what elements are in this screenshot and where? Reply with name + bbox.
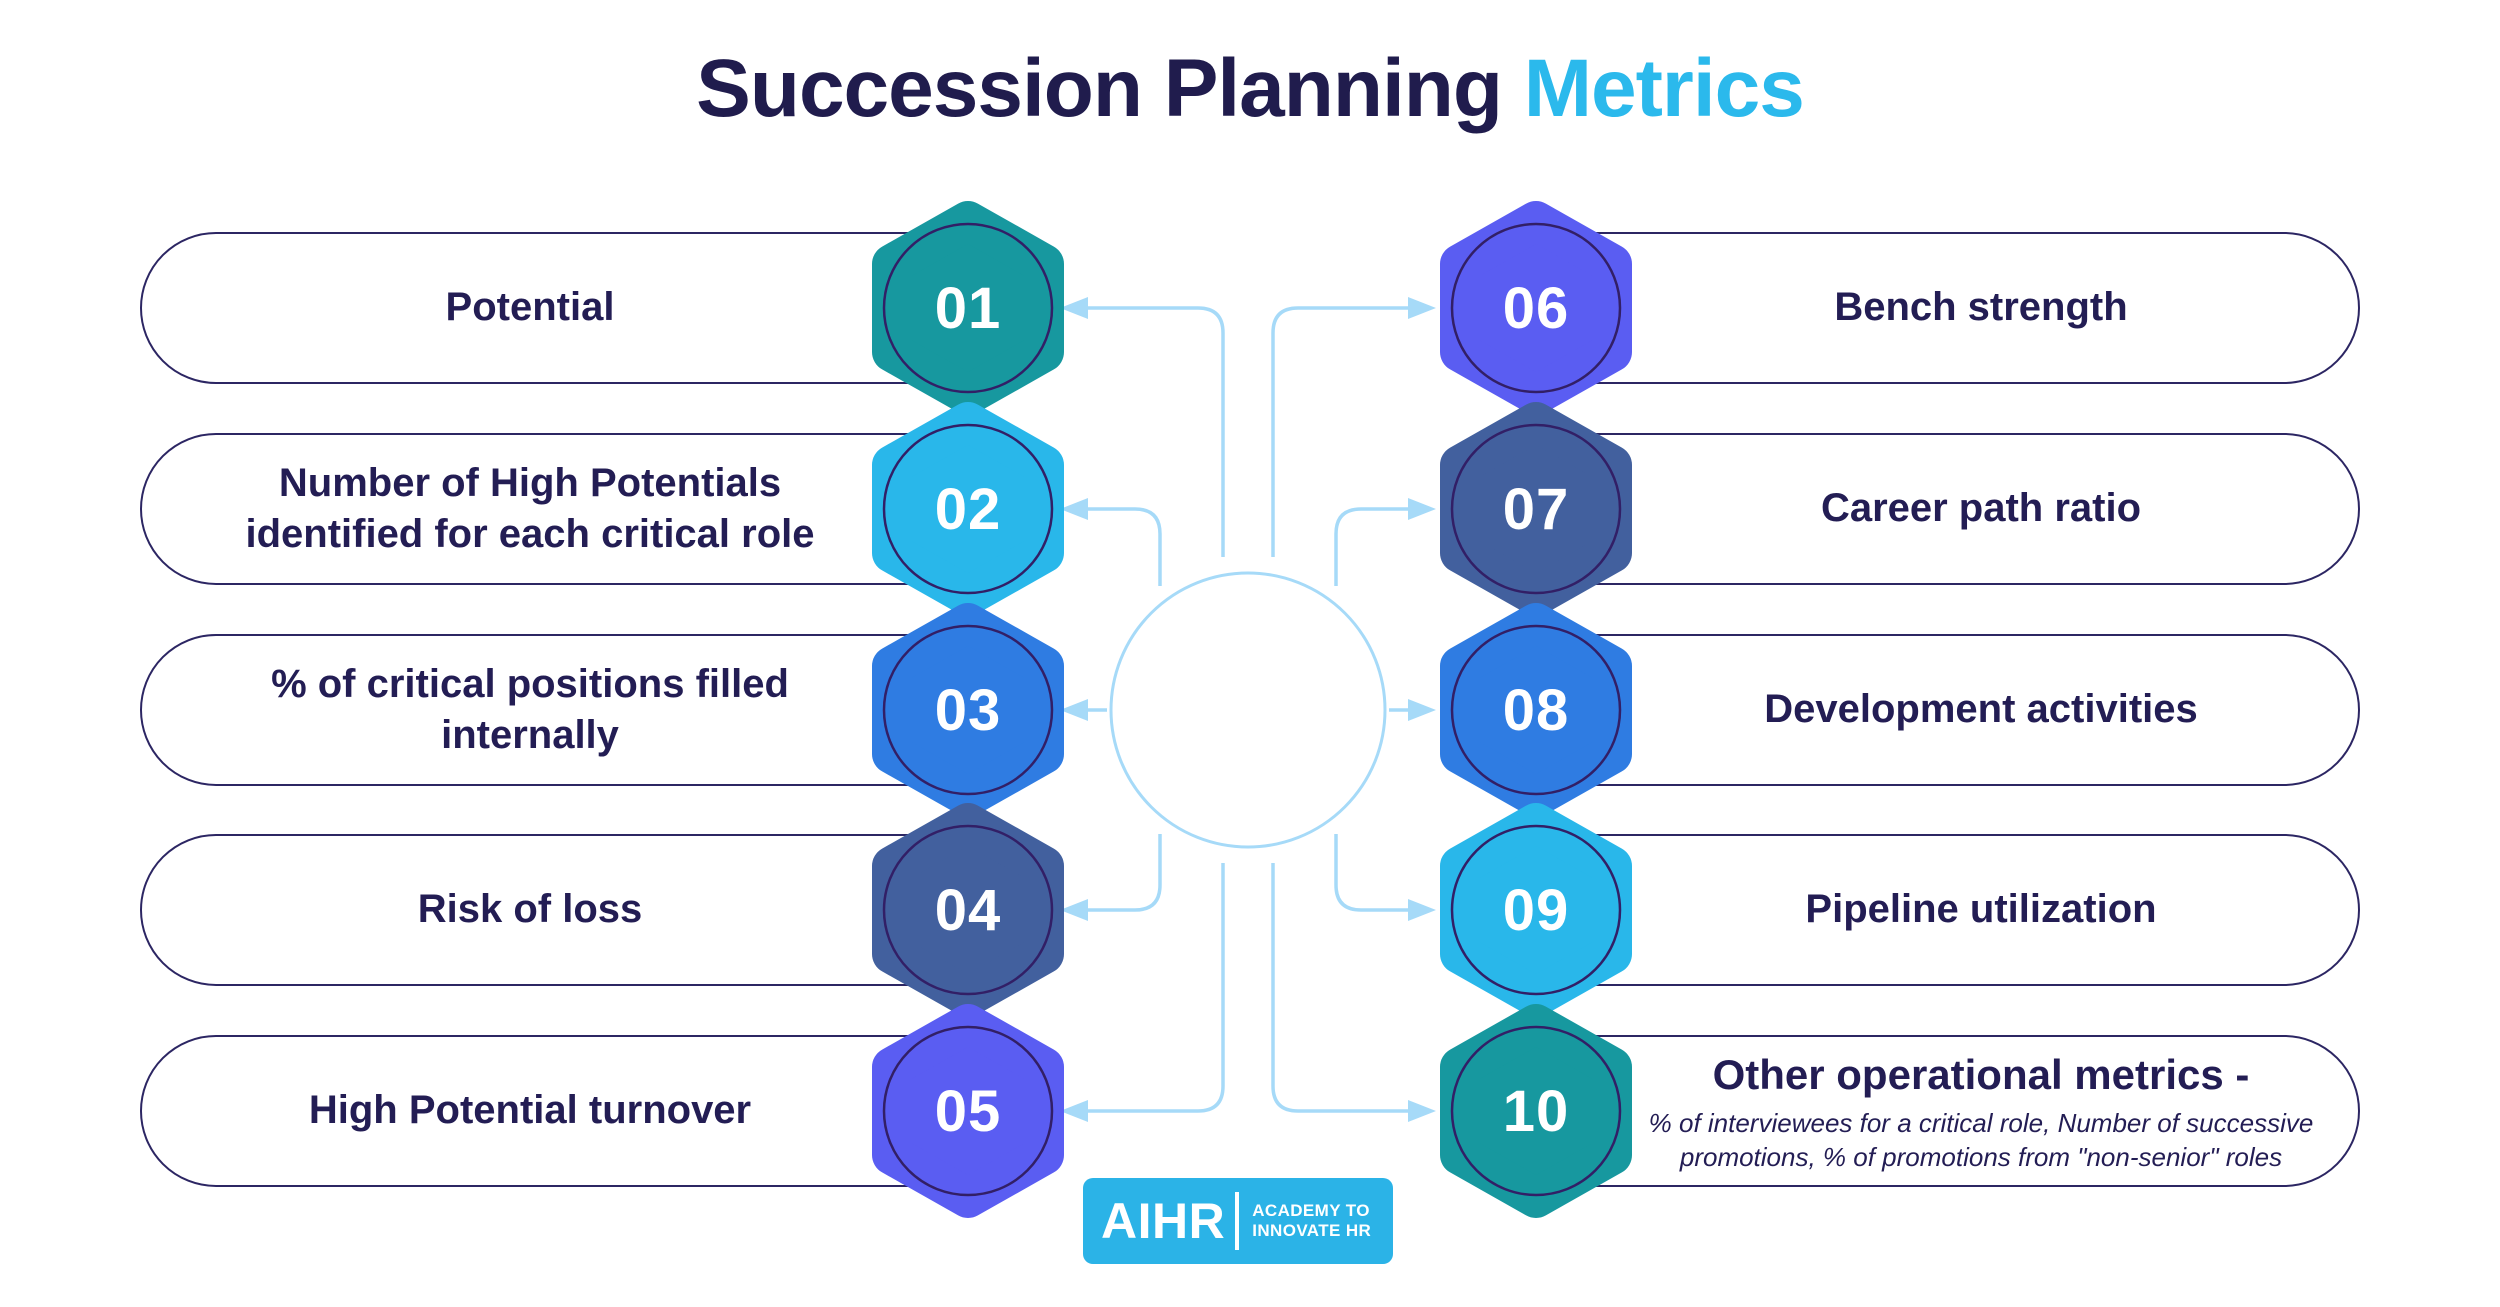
hexagon-shape — [1440, 603, 1632, 817]
arrow-left-5 — [1060, 1100, 1088, 1122]
metric-number: 04 — [934, 877, 1002, 943]
metric-number: 07 — [1502, 476, 1570, 542]
metric-label: Number of High Potentials identified for… — [245, 460, 815, 556]
metric-pill-risk-of-loss: Risk of loss — [140, 834, 1010, 986]
metric-label: Development activities — [1764, 687, 2198, 732]
metric-number: 09 — [1502, 877, 1570, 943]
arrow-left-2 — [1060, 498, 1088, 520]
metric-number: 06 — [1502, 275, 1570, 341]
arrow-right-1 — [1408, 297, 1436, 319]
hexagon-shape — [872, 803, 1064, 1017]
metric-number: 08 — [1502, 677, 1570, 743]
hexagon-shape — [1440, 803, 1632, 1017]
aihr-logo-tagline: ACADEMY TO INNOVATE HR — [1252, 1201, 1371, 1242]
metric-label: Risk of loss — [417, 887, 643, 932]
metric-pill-critical-positions: % of critical positions filled internall… — [140, 634, 1010, 786]
page-title-main: Succession Planning — [696, 43, 1503, 134]
metric-number: 05 — [934, 1078, 1002, 1144]
hexagon-badge-09: 09 — [1438, 799, 1634, 1021]
metric-label: Potential — [445, 285, 615, 330]
metric-number: 02 — [934, 476, 1002, 542]
arrow-left-4 — [1060, 899, 1088, 921]
hexagon-shape — [1440, 402, 1632, 616]
center-circle — [1109, 571, 1387, 849]
hexagon-shape — [872, 402, 1064, 616]
metric-sublabel: % of interviewees for a critical role, N… — [1648, 1107, 2314, 1172]
hexagon-shape — [872, 201, 1064, 415]
hexagon-badge-05: 05 — [870, 1000, 1066, 1222]
metric-pill-bench-strength: Bench strength — [1492, 232, 2360, 384]
hexagon-shape — [872, 603, 1064, 817]
logo-divider — [1235, 1192, 1240, 1250]
metric-label: Other operational metrics - — [1712, 1050, 2250, 1098]
arrow-left-3 — [1060, 699, 1088, 721]
metric-pill-high-potentials: Number of High Potentials identified for… — [140, 433, 1010, 585]
aihr-logo-tagline-line1: ACADEMY TO — [1252, 1200, 1370, 1220]
arrow-right-4 — [1408, 899, 1436, 921]
metric-pill-potential: Potential — [140, 232, 1010, 384]
arrow-left-1 — [1060, 297, 1088, 319]
metric-label: High Potential turnover — [308, 1088, 752, 1133]
hexagon-shape — [872, 1004, 1064, 1218]
aihr-logo-brand: AIHR — [1101, 1193, 1226, 1249]
page-title: Succession Planning Metrics — [0, 42, 2500, 136]
aihr-logo: AIHR ACADEMY TO INNOVATE HR — [1083, 1178, 1393, 1264]
hexagon-badge-04: 04 — [870, 799, 1066, 1021]
hexagon-badge-08: 08 — [1438, 599, 1634, 821]
arrow-right-5 — [1408, 1100, 1436, 1122]
metric-number: 10 — [1502, 1078, 1570, 1144]
metric-pill-career-path: Career path ratio — [1492, 433, 2360, 585]
metric-label: % of critical positions filled internall… — [271, 661, 789, 757]
metric-number: 01 — [934, 275, 1002, 341]
metric-label: Career path ratio — [1820, 486, 2142, 531]
metric-label: Pipeline utilization — [1805, 887, 2157, 932]
hexagon-badge-07: 07 — [1438, 398, 1634, 620]
metric-number: 03 — [934, 677, 1002, 743]
arrow-right-3 — [1408, 699, 1436, 721]
hexagon-badge-06: 06 — [1438, 197, 1634, 419]
aihr-logo-tagline-line2: INNOVATE HR — [1252, 1221, 1372, 1240]
page-title-accent: Metrics — [1523, 43, 1805, 134]
hexagon-shape — [1440, 1004, 1632, 1218]
metric-label: Bench strength — [1834, 285, 2128, 330]
metric-pill-development: Development activities — [1492, 634, 2360, 786]
hexagon-badge-03: 03 — [870, 599, 1066, 821]
hexagon-shape — [1440, 201, 1632, 415]
hexagon-badge-01: 01 — [870, 197, 1066, 419]
arrow-right-2 — [1408, 498, 1436, 520]
metric-pill-pipeline: Pipeline utilization — [1492, 834, 2360, 986]
hexagon-badge-10: 10 — [1438, 1000, 1634, 1222]
hexagon-badge-02: 02 — [870, 398, 1066, 620]
metric-pill-other-metrics: Other operational metrics - % of intervi… — [1492, 1035, 2360, 1187]
